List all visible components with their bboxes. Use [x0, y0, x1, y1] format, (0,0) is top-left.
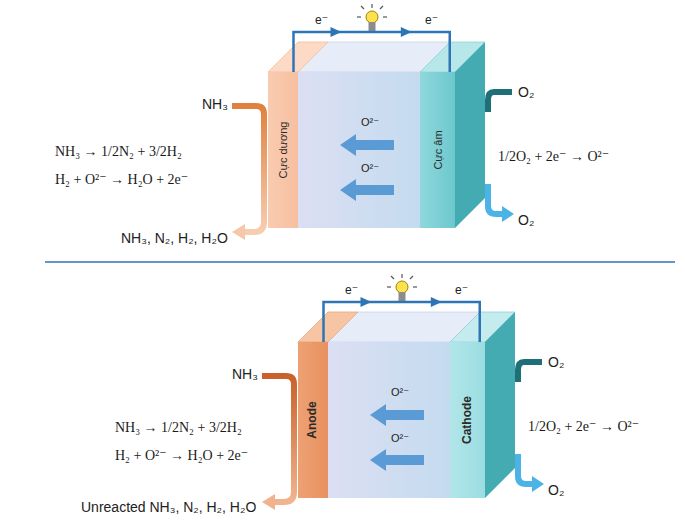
wire-line: [294, 32, 450, 72]
electrolyte: [328, 342, 450, 498]
electrode-label: Cực dương: [277, 122, 289, 179]
arrowhead: [431, 297, 442, 307]
electron-label: e⁻: [315, 14, 328, 28]
anode-top-face: [268, 42, 328, 72]
light-bulb: [357, 4, 387, 31]
wire-line: [324, 302, 480, 342]
cathode-side-face: [485, 312, 515, 498]
air-out-pipe: [488, 184, 503, 214]
cell-bottom: [262, 274, 544, 510]
divider-line: [45, 261, 675, 263]
cathode-side-face: [455, 42, 485, 228]
reaction-equation: 1/2O₂ + 2e⁻ → O²⁻: [528, 419, 639, 435]
pipe-arrowhead: [532, 476, 544, 492]
air-in-pipe: [488, 92, 512, 112]
ion-arrow: [370, 449, 424, 471]
air-out-pipe: [518, 454, 533, 484]
ion-arrow: [340, 134, 394, 156]
electron-label: e⁻: [425, 14, 438, 28]
ion-label: O²⁻: [391, 386, 409, 399]
electrolyte: [298, 72, 420, 228]
gas-label: NH₃, N₂, H₂, H₂O: [121, 230, 228, 246]
reaction-equation: 1/2O₂ + 2e⁻ → O²⁻: [498, 149, 609, 165]
reaction-equation: H₂ + O²⁻ → H₂O + 2e⁻: [55, 172, 188, 188]
gas-label: O₂: [548, 354, 564, 370]
ion-arrow: [340, 179, 394, 201]
gas-label: O₂: [518, 212, 534, 228]
electrode-label: Cathode: [461, 396, 474, 444]
fuel-pipe: [232, 106, 264, 232]
pipe-arrowhead: [262, 494, 275, 510]
external-circuit-wire: [294, 27, 450, 72]
light-bulb: [387, 274, 417, 301]
ion-label: O²⁻: [391, 432, 409, 445]
gas-label: NH₃: [202, 96, 228, 112]
anode-top-face: [298, 312, 358, 342]
ion-label: O²⁻: [361, 162, 379, 175]
reaction-equation: H₂ + O²⁻ → H₂O + 2e⁻: [115, 448, 248, 464]
electrode-label: Cực âm: [431, 130, 443, 169]
pipe-arrowhead: [502, 206, 514, 222]
fuel-pipe: [262, 376, 294, 502]
anode-electrode: Cực dương: [268, 72, 298, 228]
gas-label: O₂: [548, 482, 564, 498]
electron-label: e⁻: [345, 284, 358, 298]
electrode-label: Anode: [306, 401, 319, 438]
cathode-electrode: Cathode: [450, 342, 485, 498]
gas-label: Unreacted NH₃, N₂, H₂, H₂O: [81, 499, 256, 515]
anode-electrode: Anode: [298, 342, 328, 498]
cell-top: [232, 4, 514, 240]
reaction-equation: NH₃ → 1/2N₂ + 3/2H₂: [115, 420, 242, 436]
arrowhead: [360, 297, 371, 307]
reaction-equation: NH₃ → 1/2N₂ + 3/2H₂: [55, 144, 182, 160]
cathode-electrode: Cực âm: [420, 72, 455, 228]
electron-label: e⁻: [455, 284, 468, 298]
pipe-arrowhead: [232, 224, 245, 240]
external-circuit-wire: [324, 297, 480, 342]
ion-arrow: [370, 404, 424, 426]
ion-label: O²⁻: [361, 116, 379, 129]
arrowhead: [401, 27, 412, 37]
gas-label: NH₃: [232, 366, 258, 382]
gas-label: O₂: [518, 84, 534, 100]
air-in-pipe: [518, 362, 542, 382]
arrowhead: [330, 27, 341, 37]
